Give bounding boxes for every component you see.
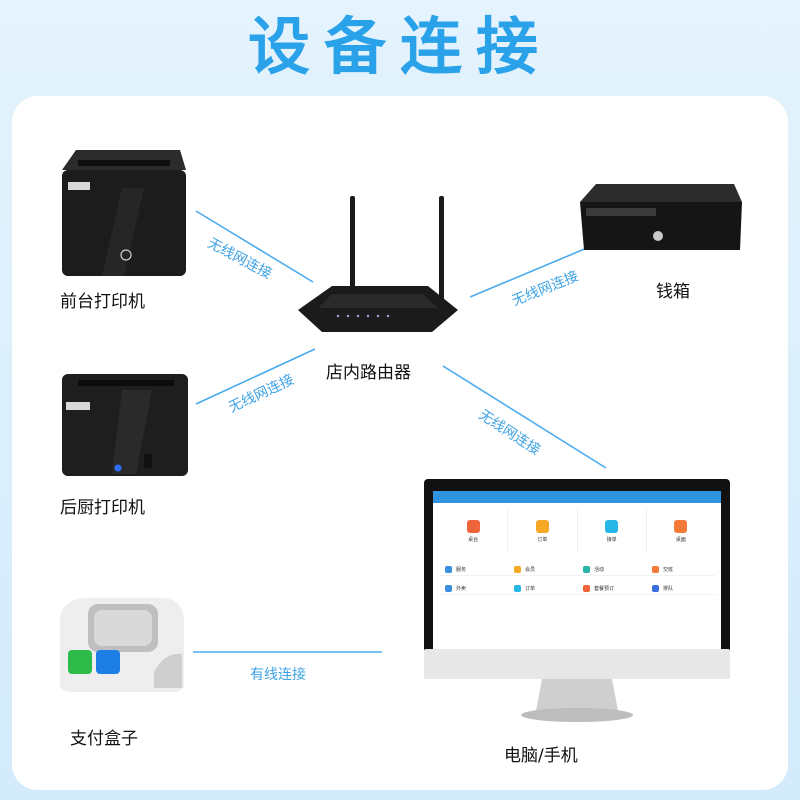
grid-item-label: 外卖 [456, 585, 467, 592]
cash-box-icon [580, 184, 742, 250]
grid-item: 会员 [508, 563, 577, 576]
grid-item: 外卖 [439, 582, 508, 595]
screen-tile: 接单 [578, 509, 647, 553]
computer-label: 电脑/手机 [504, 746, 578, 766]
router-icon [298, 196, 458, 332]
screen-tile: 桌台 [439, 509, 509, 553]
conn-label-wired: 有线连接 [250, 667, 306, 683]
front-printer-label: 前台打印机 [60, 292, 145, 312]
tile-label: 桌台 [468, 536, 479, 543]
tile-label: 桌面 [675, 536, 686, 543]
computer-screen: 桌台 订单 接单 桌面 服务 会员 活动 交班 外卖 订单 套餐预订 排队 [433, 491, 721, 649]
grid-item-label: 服务 [456, 566, 467, 573]
page-title: 设备连接 [247, 10, 552, 83]
tile-icon [605, 519, 619, 533]
grid-item-label: 交班 [663, 566, 674, 573]
line-router-cash-box [469, 239, 607, 298]
screen-tiles: 桌台 订单 接单 桌面 [439, 509, 715, 553]
tile-label: 接单 [606, 536, 617, 543]
grid-item-label: 排队 [663, 585, 674, 592]
grid-item: 订单 [508, 582, 577, 595]
grid-item: 交班 [646, 563, 715, 576]
grid-item-icon [583, 565, 590, 573]
front-printer-icon [62, 150, 186, 276]
screen-tile: 订单 [508, 509, 578, 553]
grid-item-icon [583, 584, 590, 592]
tile-label: 订单 [537, 536, 548, 543]
kitchen-printer-label: 后厨打印机 [60, 498, 145, 518]
grid-item-label: 套餐预订 [594, 585, 615, 592]
grid-item: 套餐预订 [577, 582, 646, 595]
pay-box-label: 支付盒子 [70, 729, 138, 749]
grid-item-icon [652, 584, 659, 592]
tile-icon [674, 519, 688, 533]
tile-icon [466, 519, 480, 533]
screen-tile: 桌面 [647, 509, 715, 553]
line-kitchen-printer-router [195, 348, 316, 405]
grid-item: 活动 [577, 563, 646, 576]
grid-item-icon [652, 565, 659, 573]
line-router-computer [442, 365, 607, 469]
grid-item-label: 活动 [594, 566, 605, 573]
grid-item: 服务 [439, 563, 508, 576]
screen-header [433, 491, 721, 503]
cash-box-label: 钱箱 [656, 282, 690, 302]
pay-box-icon [60, 598, 184, 692]
kitchen-printer-icon [62, 374, 188, 476]
grid-item-label: 订单 [525, 585, 536, 592]
grid-item: 排队 [646, 582, 715, 595]
tile-icon [535, 519, 549, 533]
screen-grid: 服务 会员 活动 交班 外卖 订单 套餐预订 排队 [439, 563, 715, 595]
grid-item-icon [514, 565, 521, 573]
grid-item-icon [445, 584, 452, 592]
grid-item-icon [514, 584, 521, 592]
router-label: 店内路由器 [326, 363, 411, 383]
line-front-printer-router [195, 210, 314, 283]
grid-item-icon [445, 565, 452, 573]
grid-item-label: 会员 [525, 566, 536, 573]
